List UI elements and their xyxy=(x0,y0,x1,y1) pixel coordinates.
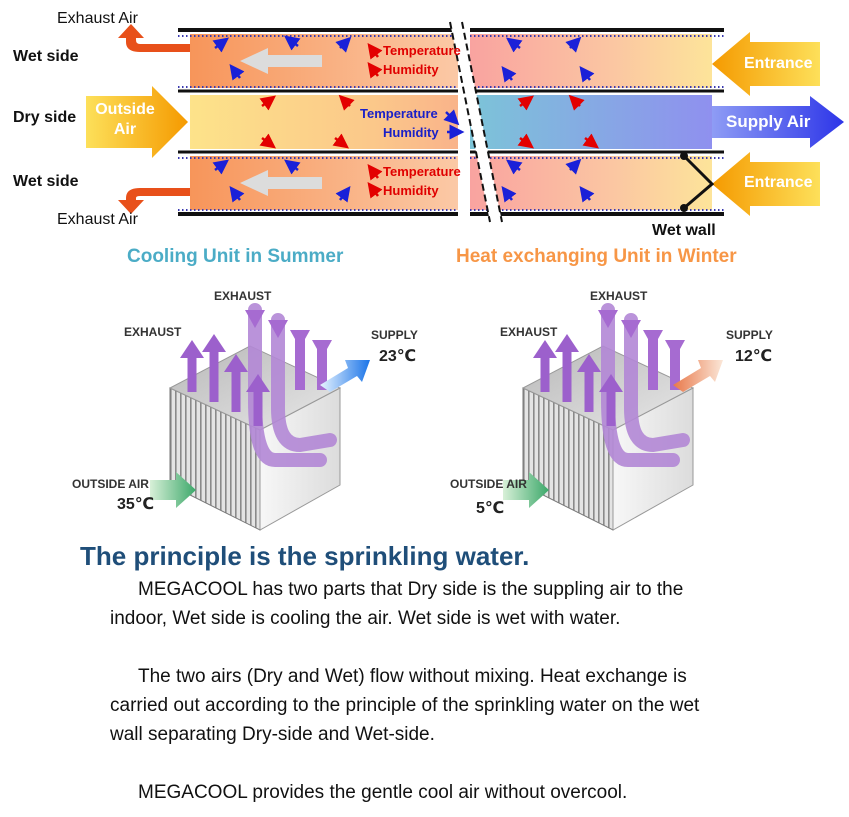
summer-exhaust-left-label: EXHAUST xyxy=(124,325,182,339)
wet-channel-bottom-right xyxy=(470,156,712,210)
entrance-arrow-top xyxy=(712,32,820,96)
humidity-label-dry: Humidity xyxy=(383,125,439,140)
paragraph-1: MEGACOOL has two parts that Dry side is … xyxy=(110,579,684,629)
wet-flow-arrow-bottom xyxy=(240,170,322,196)
summer-supply-label: SUPPLY xyxy=(371,328,418,342)
dry-channel-right xyxy=(470,95,712,149)
temperature-label-top: Temperature xyxy=(383,43,461,58)
wet-flow-arrow-top xyxy=(240,48,322,74)
outside-air-arrow xyxy=(86,86,188,158)
entrance-top-label: Entrance xyxy=(744,55,813,72)
paragraph-3: MEGACOOL provides the gentle cool air wi… xyxy=(138,782,628,803)
entrance-bottom-label: Entrance xyxy=(744,174,813,191)
wet-side-top-label: Wet side xyxy=(13,48,79,65)
wet-wall-dots xyxy=(178,35,724,211)
break-marks xyxy=(449,21,503,223)
paragraph-2: The two airs (Dry and Wet) flow without … xyxy=(110,666,700,745)
unit-diagrams xyxy=(150,303,723,531)
supply-air-arrow xyxy=(712,96,844,148)
winter-supply-temp: 12℃ xyxy=(735,348,773,365)
winter-exhaust-left-label: EXHAUST xyxy=(500,325,558,339)
summer-outside-air-label: OUTSIDE AIR xyxy=(72,477,149,491)
winter-outside-air-label: OUTSIDE AIR xyxy=(450,477,527,491)
temperature-label-dry: Temperature xyxy=(360,106,438,121)
wet-side-bottom-label: Wet side xyxy=(13,173,79,190)
wet-wall-pointer xyxy=(682,154,715,210)
winter-exhaust-top-label: EXHAUST xyxy=(590,289,648,303)
outside-air-label: Outside Air xyxy=(95,101,155,138)
summer-outside-temp: 35℃ xyxy=(117,496,155,513)
humidity-label-top: Humidity xyxy=(383,62,439,77)
winter-caption: Heat exchanging Unit in Winter xyxy=(456,246,737,267)
exhaust-arrow-bottom xyxy=(118,188,190,214)
dry-channel-left xyxy=(190,95,458,149)
summer-supply-temp: 23℃ xyxy=(379,348,417,365)
winter-cube xyxy=(503,303,723,531)
channel-diagram xyxy=(86,21,844,223)
wet-channel-top-right xyxy=(470,34,712,88)
small-flow-arrows xyxy=(212,35,599,203)
exhaust-air-bottom-label: Exhaust Air xyxy=(57,211,138,228)
exhaust-arrow-top xyxy=(118,24,190,52)
dry-side-label: Dry side xyxy=(13,109,77,126)
principle-heading: The principle is the sprinkling water. xyxy=(80,541,530,571)
supply-air-label: Supply Air xyxy=(726,112,811,131)
entrance-arrow-bottom xyxy=(712,152,820,216)
winter-outside-temp: 5℃ xyxy=(476,500,505,517)
winter-supply-label: SUPPLY xyxy=(726,328,773,342)
summer-caption: Cooling Unit in Summer xyxy=(127,246,344,267)
wet-wall-label: Wet wall xyxy=(652,222,716,239)
humidity-label-bottom: Humidity xyxy=(383,183,439,198)
temp-humidity-arrows xyxy=(367,43,465,199)
temperature-label-bottom: Temperature xyxy=(383,164,461,179)
channel-walls xyxy=(178,28,724,216)
summer-exhaust-top-label: EXHAUST xyxy=(214,289,272,303)
summer-cube xyxy=(150,303,370,531)
exhaust-air-top-label: Exhaust Air xyxy=(57,10,138,27)
